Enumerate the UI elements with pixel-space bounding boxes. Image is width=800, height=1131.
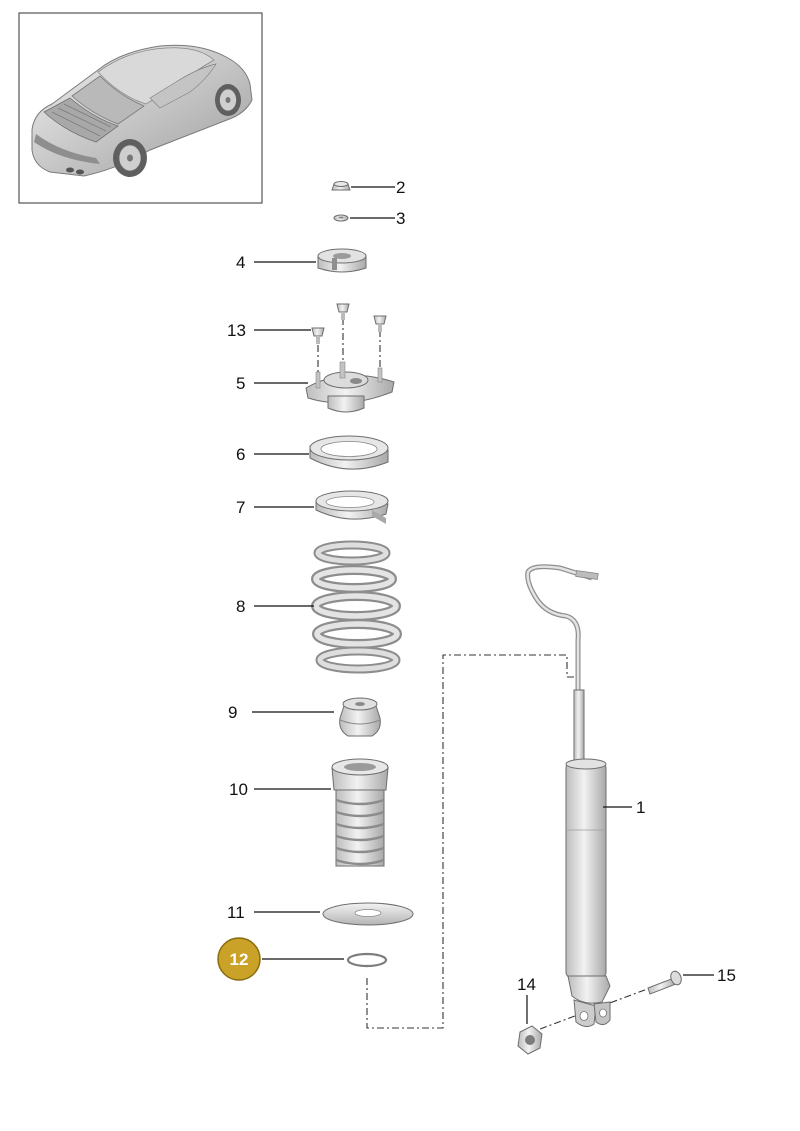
callout-2: 2 — [396, 178, 405, 197]
part-10-dust-boot — [331, 758, 389, 867]
callout-5: 5 — [236, 374, 245, 393]
part-7-spring-pad — [315, 490, 389, 524]
callout-1: 1 — [636, 798, 645, 817]
callout-11: 11 — [227, 903, 245, 922]
callout-3: 3 — [396, 209, 405, 228]
part-6-upper-seat — [309, 435, 389, 470]
part-8-coil-spring — [311, 540, 402, 674]
part-13-bolts — [311, 303, 387, 344]
part-4-cap — [317, 248, 367, 273]
car-rear-three-quarter-icon — [31, 44, 253, 177]
callout-14: 14 — [517, 975, 536, 994]
part-1-shock-absorber — [525, 564, 611, 1028]
callout-13: 13 — [227, 321, 246, 340]
callout-4: 4 — [236, 253, 245, 272]
part-2-nut — [331, 181, 351, 191]
callout-12-badge — [217, 937, 261, 981]
part-14-nut — [517, 1025, 543, 1055]
callout-7: 7 — [236, 498, 245, 517]
leader-lines — [252, 186, 714, 1024]
callout-10: 10 — [229, 780, 248, 799]
callout-6: 6 — [236, 445, 245, 464]
part-9-bump-stop — [339, 697, 381, 737]
part-12-o-ring — [346, 952, 388, 968]
part-15-bolt — [647, 970, 682, 995]
callout-9: 9 — [228, 703, 237, 722]
part-3-washer — [333, 214, 349, 222]
part-11-washer — [322, 902, 414, 926]
part-5-top-mount — [305, 361, 395, 413]
callout-15: 15 — [717, 966, 736, 985]
callout-labels: 2 3 4 13 5 6 7 8 9 10 11 12 1 14 15 — [217, 178, 736, 994]
callout-12: 12 — [230, 950, 249, 969]
vehicle-thumbnail — [18, 12, 263, 204]
callout-8: 8 — [236, 597, 245, 616]
